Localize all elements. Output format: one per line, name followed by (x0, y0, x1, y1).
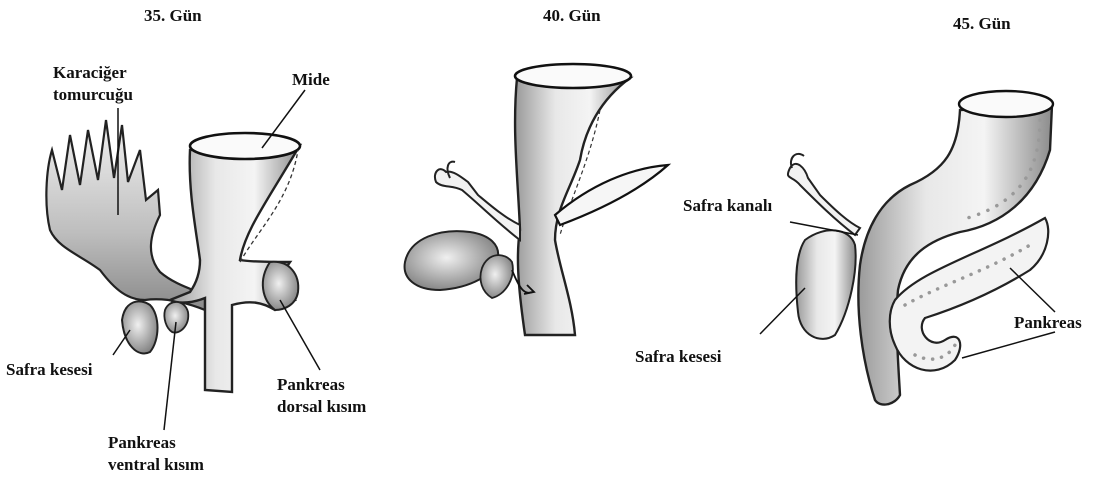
label-gallbladder-45: Safra kesesi (635, 347, 721, 367)
dorsal-pancreas-shape (263, 262, 298, 310)
stomach-opening (190, 133, 300, 159)
panel-title-35: 35. Gün (144, 6, 202, 26)
label-gallbladder-35: Safra kesesi (6, 360, 92, 380)
stomach-opening-45 (959, 91, 1053, 117)
gallbladder-shape-45 (796, 230, 855, 339)
label-pancreas: Pankreas (1014, 313, 1082, 333)
ventral-pancreas-shape (164, 302, 188, 333)
label-stomach: Mide (292, 70, 330, 90)
bile-duct-40 (435, 169, 520, 240)
stomach-opening-40 (515, 64, 631, 88)
panel-title-45: 45. Gün (953, 14, 1011, 34)
gallbladder-shape (122, 301, 158, 353)
liver-bud-shape (46, 120, 205, 310)
ventral-pancreas-shape-40 (480, 255, 512, 298)
panel-40-drawing (405, 64, 668, 335)
label-pancreas-dorsal: Pankreas dorsal kısım (277, 374, 366, 418)
label-pancreas-ventral: Pankreas ventral kısım (108, 432, 204, 476)
panel-title-40: 40. Gün (543, 6, 601, 26)
label-liver-bud: Karaciğer tomurcuğu (53, 62, 133, 106)
panel-45-drawing (760, 91, 1055, 405)
label-bile-duct: Safra kanalı (683, 196, 772, 216)
